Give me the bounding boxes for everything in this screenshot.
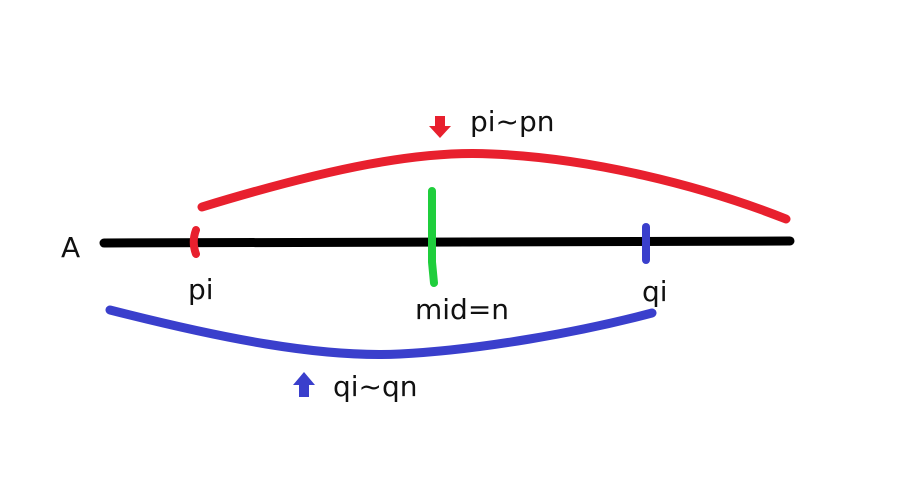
arrow-down-icon <box>429 116 451 138</box>
array-line <box>99 236 795 248</box>
upper-range-label: pi~pn <box>470 105 555 138</box>
mid-tick <box>428 187 438 287</box>
pi-label: pi <box>188 273 214 306</box>
lower-range-label: qi~qn <box>333 370 418 403</box>
mid-label: mid=n <box>415 293 510 326</box>
qi-label: qi <box>642 275 668 308</box>
upper-range-curve <box>197 148 791 224</box>
array-label: A <box>61 231 81 264</box>
pi-tick <box>189 226 200 258</box>
arrow-up-icon <box>293 372 315 397</box>
lower-range-curve <box>105 305 657 359</box>
